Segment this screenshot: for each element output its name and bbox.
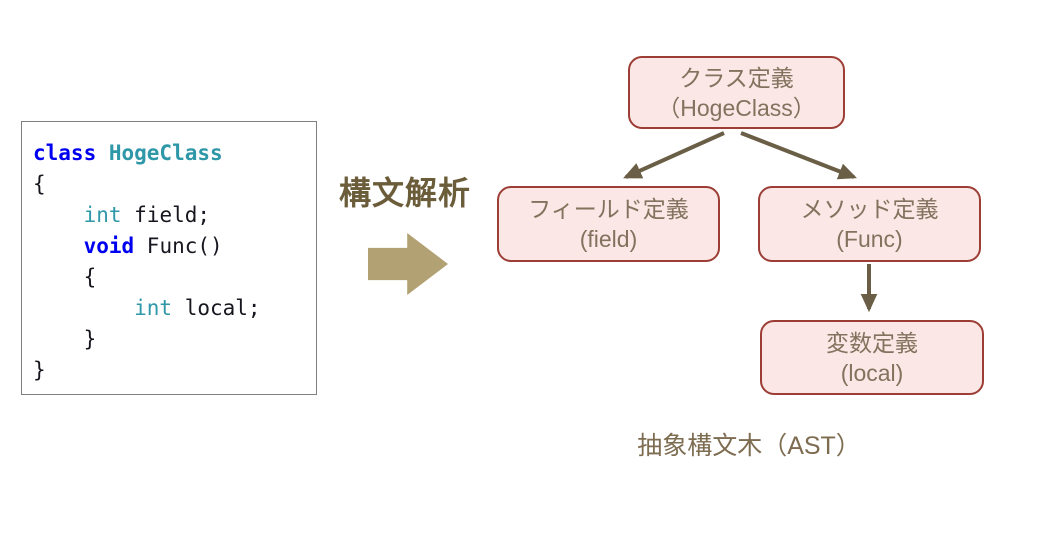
- node-subtitle: (Func): [836, 226, 903, 252]
- plain-token: {: [33, 265, 97, 289]
- tree-node-variable-definition: 変数定義 (local): [760, 320, 984, 395]
- code-line: int field;: [33, 200, 316, 231]
- code-line: class HogeClass: [33, 138, 316, 169]
- edge-class-to-method: [740, 131, 857, 180]
- edge-class-to-field: [623, 131, 725, 179]
- type-token: int: [33, 203, 122, 227]
- plain-token: }: [33, 358, 46, 382]
- code-line: }: [33, 355, 316, 386]
- code-line: int local;: [33, 293, 316, 324]
- ast-caption: 抽象構文木（AST）: [637, 432, 861, 460]
- node-title: 変数定義: [826, 329, 918, 356]
- plain-token: {: [33, 172, 46, 196]
- node-subtitle: （HogeClass）: [657, 94, 816, 121]
- node-title: メソッド定義: [800, 196, 939, 222]
- plain-token: field;: [121, 203, 211, 227]
- type-token: int: [33, 296, 173, 320]
- code-line: void Func(): [33, 231, 316, 262]
- source-code-panel: class HogeClass { int field; void Func()…: [21, 121, 317, 395]
- code-line: {: [33, 262, 316, 293]
- right-block-arrow-icon: [368, 233, 448, 295]
- keyword-token: class: [33, 141, 97, 165]
- node-title: フィールド定義: [528, 196, 689, 222]
- plain-token: local;: [172, 296, 261, 320]
- tree-node-method-definition: メソッド定義 (Func): [758, 186, 981, 262]
- plain-token: Func(): [134, 234, 223, 258]
- tree-node-class-definition: クラス定義 （HogeClass）: [628, 56, 845, 129]
- plain-token: }: [33, 327, 97, 351]
- keyword-token: void: [33, 234, 135, 258]
- tree-node-field-definition: フィールド定義 (field): [497, 186, 720, 262]
- class-name-token: HogeClass: [96, 141, 223, 165]
- node-title: クラス定義: [679, 64, 794, 91]
- node-subtitle: (field): [579, 226, 638, 252]
- code-line: }: [33, 324, 316, 355]
- parse-step-label: 構文解析: [339, 175, 472, 211]
- code-line: {: [33, 169, 316, 200]
- node-subtitle: (local): [840, 359, 904, 386]
